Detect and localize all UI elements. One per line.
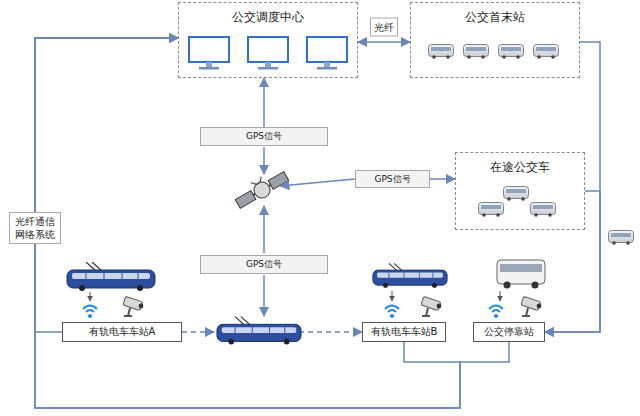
signal-box: GPS信号 [355,170,430,188]
signal-box: GPS信号 [200,255,328,274]
computer-icon [248,37,288,70]
gps-signal-line [263,275,265,316]
node-label: 在途公交车 [490,159,550,176]
node-label: 公交调度中心 [232,9,304,26]
station-box: 公交停靠站 [473,322,545,342]
bus-icon [609,231,634,245]
bus-icon [499,45,524,59]
gps-signal-line [280,179,355,186]
wifi-symbol [385,306,399,319]
signal-arrow [90,292,91,301]
signal-arrow [500,291,501,301]
node-label: GPS信号 [246,130,282,143]
dispatch-center-group: 公交调度中心 [178,2,358,78]
camera-icon [421,296,442,316]
connector [545,42,600,332]
connector [35,38,509,408]
bus-icon [531,203,556,217]
computer-icon [189,37,229,70]
satellite-icon [232,166,290,211]
wifi-symbol [83,306,97,319]
connector [35,38,178,332]
node-label: GPS信号 [374,173,410,186]
node-label: 有轨电车车站B [371,325,438,339]
bus-icon [479,203,504,217]
connector [35,38,460,408]
camera-icon [521,296,542,316]
wifi-symbol [489,306,503,319]
bus-icon [497,260,545,289]
node-label: 公交停靠站 [484,325,534,339]
tram-icon [67,262,155,291]
bus-icon [464,45,489,59]
connector [263,78,265,127]
camera-icon [123,296,144,316]
bus-icon [429,45,454,59]
bus-icon [504,187,529,201]
terminal-station-group: 公交首末站 [410,2,580,78]
station-box: 有轨电车车站A [62,322,182,342]
computer-icon [307,37,347,70]
connector-label: 光纤 [370,18,398,37]
gps-signal-line [263,206,265,253]
station-box: 有轨电车车站B [362,322,446,342]
tram-icon [217,317,301,345]
tram-icon [373,263,447,287]
connector-label: 光纤通信网络系统 [9,212,61,244]
signal-arrow [392,291,393,301]
buses-on-road-group: 在途公交车 [455,152,585,230]
bus-icon [534,45,559,59]
node-label: GPS信号 [246,258,282,271]
tram-movement-arrow [205,331,214,333]
signal-box: GPS信号 [200,127,328,146]
node-label: 有轨电车车站A [89,325,156,339]
node-label: 公交首末站 [465,9,525,26]
connector [430,178,455,180]
connector [358,41,410,43]
gps-signal-line [263,147,265,174]
